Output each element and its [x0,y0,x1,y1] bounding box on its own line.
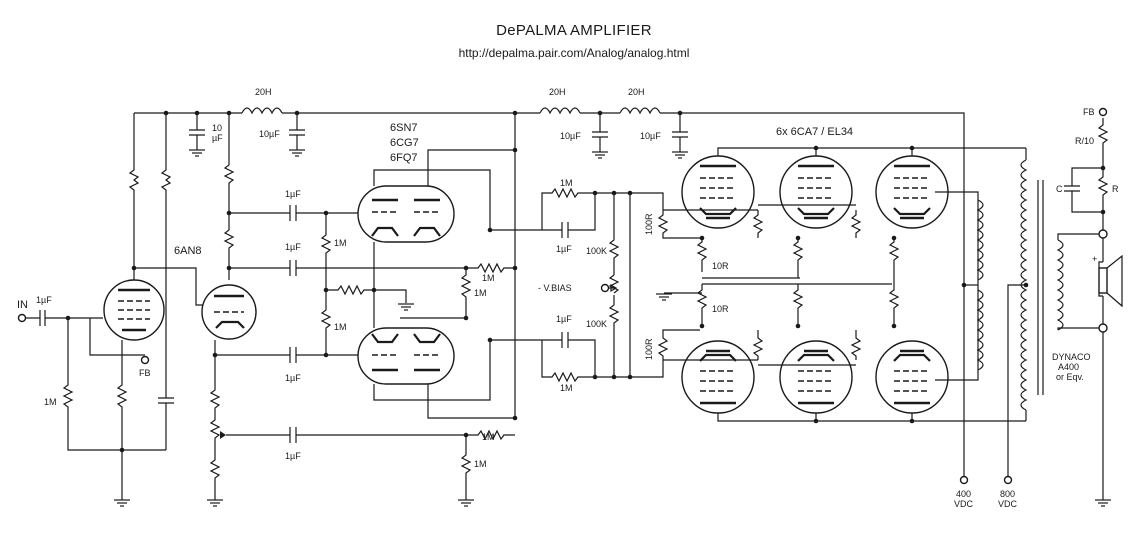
label-r-input: 1M [44,397,57,407]
label-cpl-bot-2: 1µF [285,451,301,461]
label-c-fb: C [1056,184,1063,194]
label-driver-2: 6CG7 [390,137,419,149]
label-input-cap: 1µF [36,295,52,305]
source-url: http://depalma.pair.com/Analog/analog.ht… [458,46,690,60]
label-stop-bot: 100R [644,338,654,360]
label-bias-top: 100K [586,246,607,256]
input-stage [17,113,206,507]
label-400vdc-2: VDC [954,499,974,509]
output-transformer [1003,107,1123,507]
phase-inverter-6an8-triode [201,113,466,507]
output-tubes [655,145,1026,424]
label-tube-6an8: 6AN8 [174,245,202,257]
terminal-800vdc [1003,475,1013,485]
label-bias-bot: 100K [586,319,607,329]
label-choke-3: 20H [628,87,645,97]
label-transformer-2: A400 [1058,362,1079,372]
label-cap-10uf-4: 10µF [640,131,661,141]
label-grid-1m-b: 1M [334,322,347,332]
label-load-top-2: 1M [474,288,487,298]
label-driver-3: 6FQ7 [390,152,418,164]
label-load-bot-2: 1M [474,459,487,469]
label-cath-bot: 10R [712,304,729,314]
label-cpl-top-2: 1µF [285,242,301,252]
label-cath-top: 10R [712,261,729,271]
label-cap-10uf-3: 10µF [560,131,581,141]
label-800vdc-2: VDC [998,499,1018,509]
label-transformer-3: or Eqv. [1056,372,1084,382]
label-fb-output: FB [1083,107,1095,117]
driver-wiring [326,113,542,507]
label-cpl-top-1: 1µF [285,189,301,199]
label-out-cpl-bot-c: 1µF [556,314,572,324]
choke-20h-1 [241,107,283,115]
output-coupling-bias [541,187,664,383]
driver-tube-top [357,149,515,243]
label-cpl-bot-1: 1µF [285,373,301,383]
label-400vdc-1: 400 [956,489,971,499]
label-plus: + [1092,254,1097,264]
label-r-div: R/10 [1075,136,1094,146]
label-output-tubes: 6x 6CA7 / EL34 [776,126,853,138]
input-terminal [17,313,27,323]
label-load-bot-1: 1M [482,432,495,442]
label-input: IN [17,299,28,311]
component-labels: IN 1µF FB 1M 6AN8 6SN7 6CG7 6FQ7 6x 6CA7… [17,87,1119,509]
label-fb-input: FB [139,368,151,378]
label-out-cpl-top-r: 1M [560,178,573,188]
choke-20h-3 [619,107,661,115]
label-driver-1: 6SN7 [390,122,418,134]
terminal-400vdc [959,475,969,485]
label-800vdc-1: 800 [1000,489,1015,499]
power-supply-rail [134,107,969,485]
label-out-cpl-top-c: 1µF [556,244,572,254]
label-cap-10uf-1b: µF [212,133,223,143]
label-transformer-1: DYNACO [1052,352,1091,362]
speaker-icon [1098,267,1108,294]
label-load-top-1: 1M [482,273,495,283]
label-stop-top: 100R [644,213,654,235]
label-grid-1m-a: 1M [334,238,347,248]
driver-tube-bottom [357,327,515,419]
label-cap-10uf-2: 10µF [259,129,280,139]
label-choke-1: 20H [255,87,272,97]
page-title: DePALMA AMPLIFIER [496,22,652,39]
label-r-fb: R [1112,184,1119,194]
choke-20h-2 [539,107,581,115]
label-cap-10uf-1a: 10 [212,123,222,133]
label-choke-2: 20H [549,87,566,97]
fb-output-terminal [1098,107,1108,117]
label-v-bias: - V.BIAS [538,283,572,293]
label-out-cpl-bot-r: 1M [560,383,573,393]
